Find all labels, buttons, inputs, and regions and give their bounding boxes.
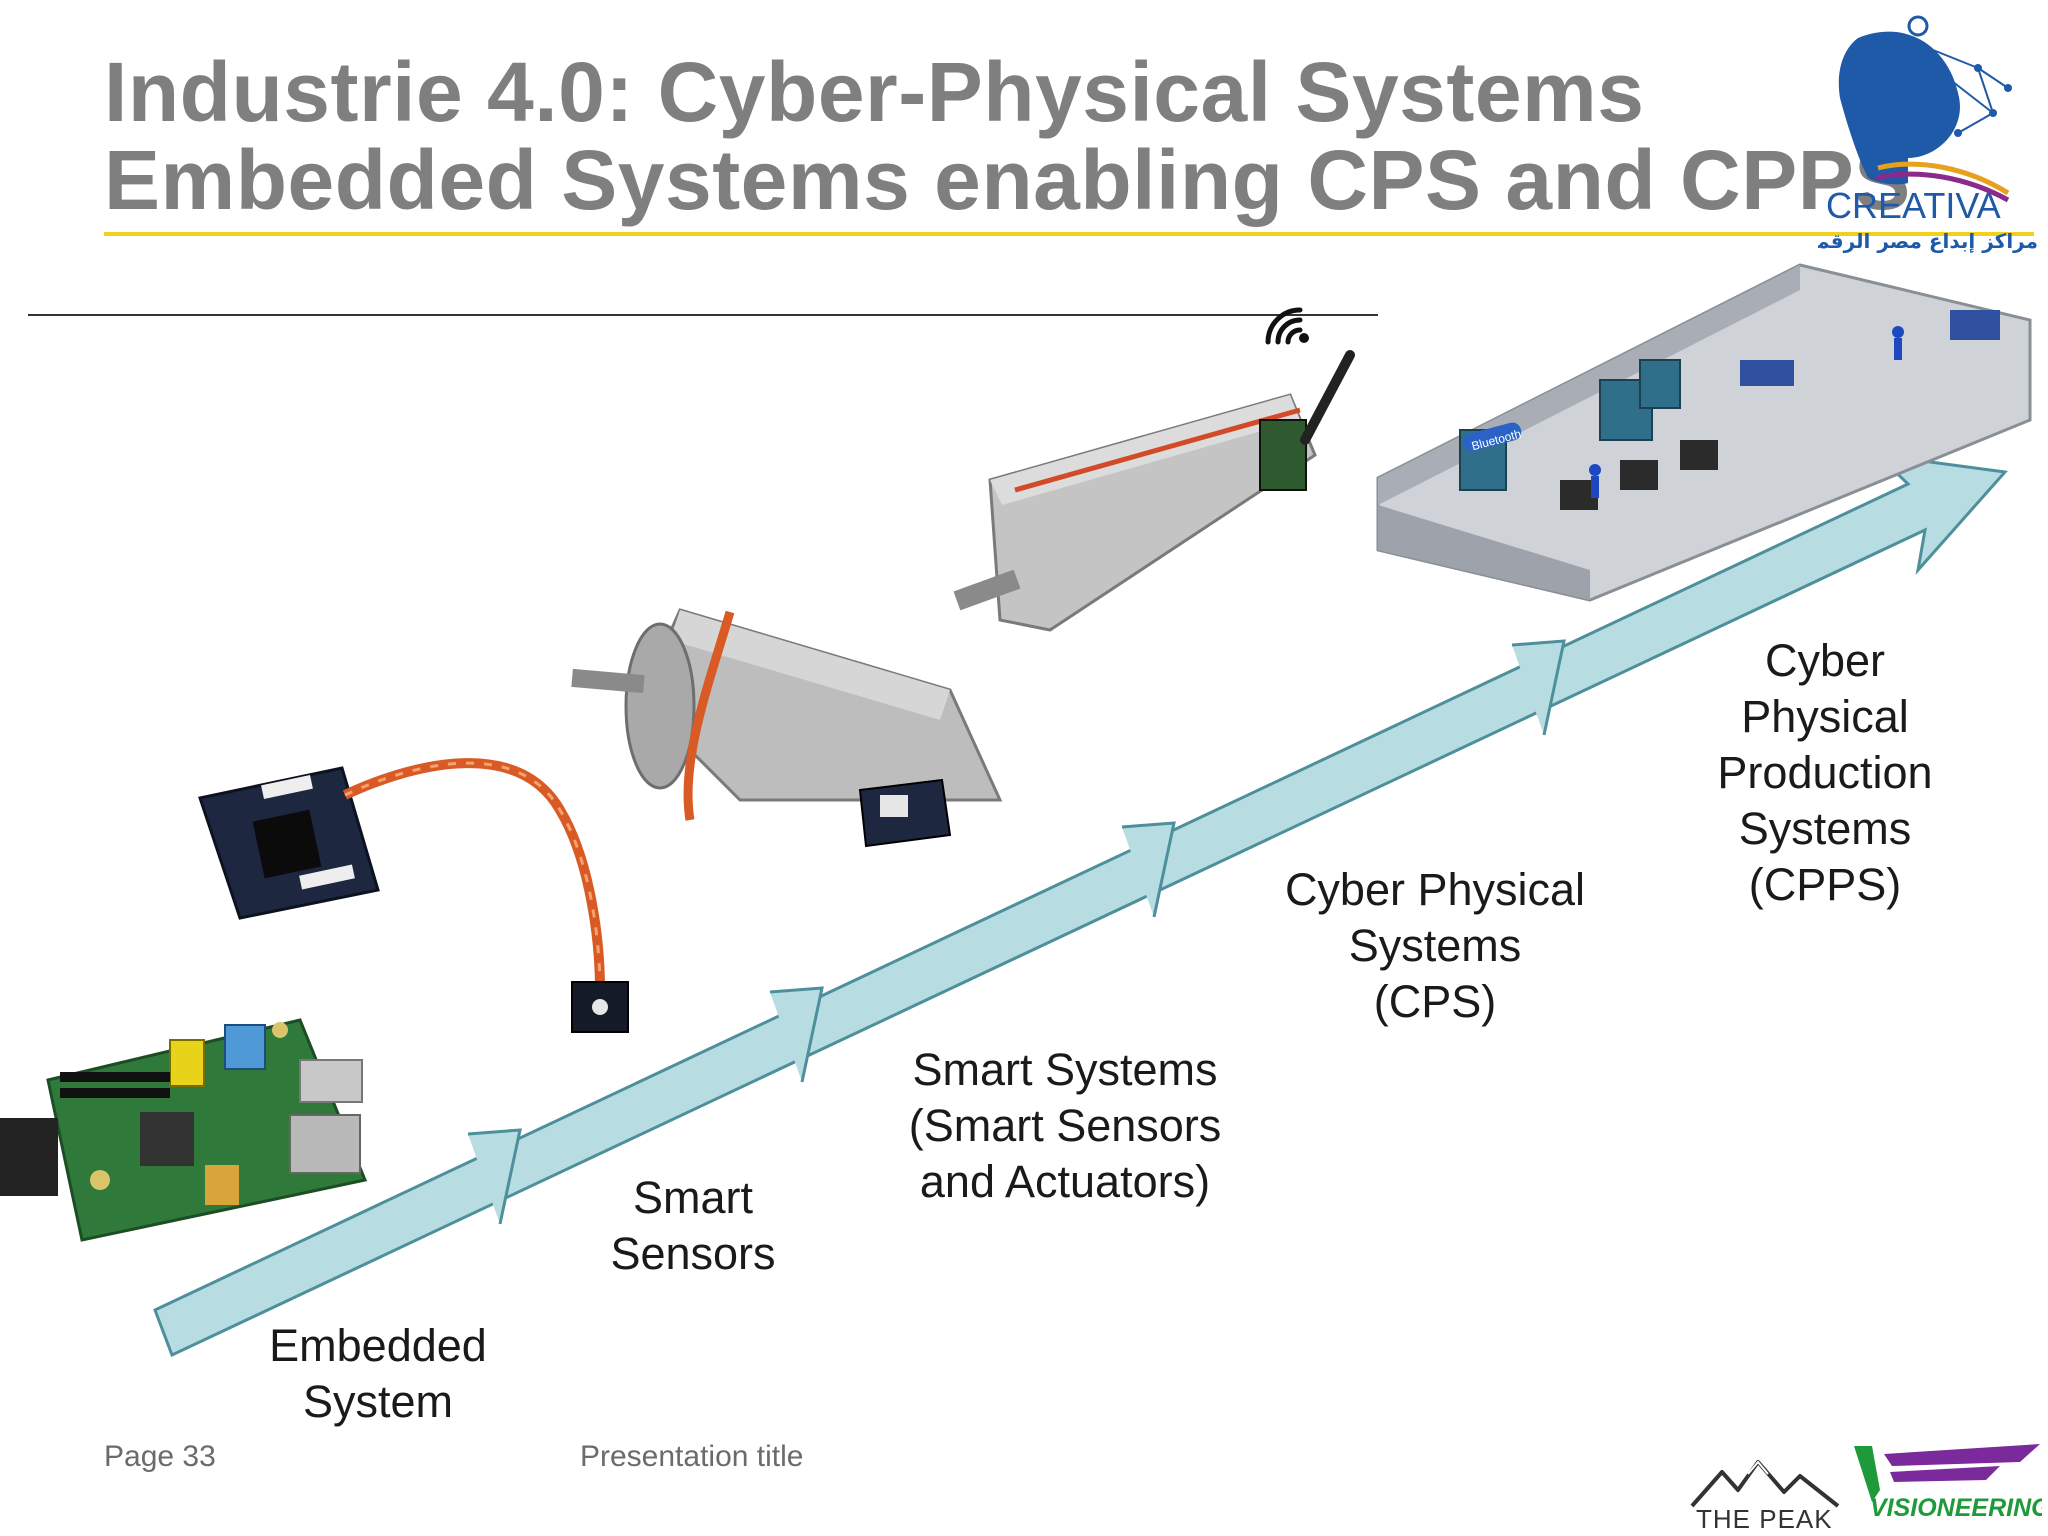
progression-arrow xyxy=(153,452,2008,1358)
creativa-head-icon xyxy=(1838,15,2012,203)
pneumatic-cylinder-with-sensor xyxy=(571,608,1003,848)
stage-label-cpps: Cyber Physical Production Systems (CPPS) xyxy=(1717,635,1933,910)
wireless-cylinder-actuator xyxy=(953,307,1355,632)
footer-page-number: Page 33 xyxy=(104,1440,216,1473)
divider-line xyxy=(28,314,1378,316)
raspberry-pi-board xyxy=(0,1018,368,1242)
title-underline xyxy=(104,232,2034,236)
visioneering-wordmark: VISIONEERING xyxy=(1870,1494,2042,1520)
slide-title-line1: Industrie 4.0: Cyber-Physical Systems xyxy=(104,45,1645,139)
stage-label-embedded: Embedded System xyxy=(269,1320,487,1427)
creativa-logo: CREATIVA مراكز إبداع مصر الرقمية xyxy=(1818,15,2038,253)
sensor-board-with-cable xyxy=(198,758,629,1033)
creativa-arabic-text: مراكز إبداع مصر الرقمية xyxy=(1818,229,2038,253)
stage-label-cps: Cyber Physical Systems (CPS) xyxy=(1284,864,1586,1027)
creativa-wordmark: CREATIVA xyxy=(1826,185,2001,226)
smart-factory-floor: Bluetooth xyxy=(1376,263,2032,602)
peak-wordmark: THE PEAK xyxy=(1696,1504,1833,1532)
the-peak-logo: THE PEAK xyxy=(1690,1460,1840,1532)
slide-title-line2: Embedded Systems enabling CPS and CPPS xyxy=(104,133,1911,227)
footer-presentation-title: Presentation title xyxy=(580,1440,804,1473)
stage-label-sensors: Smart Sensors xyxy=(610,1172,776,1279)
slide-title: Industrie 4.0: Cyber-Physical Systems Em… xyxy=(104,48,1911,224)
mountain-icon xyxy=(1690,1460,1840,1508)
wifi-icon xyxy=(1265,307,1303,345)
visioneering-swoosh-icon xyxy=(1854,1444,2040,1502)
visioneering-logo: VISIONEERING xyxy=(1854,1444,2042,1520)
stage-label-smart-systems: Smart Systems (Smart Sensors and Actuato… xyxy=(908,1044,1222,1207)
